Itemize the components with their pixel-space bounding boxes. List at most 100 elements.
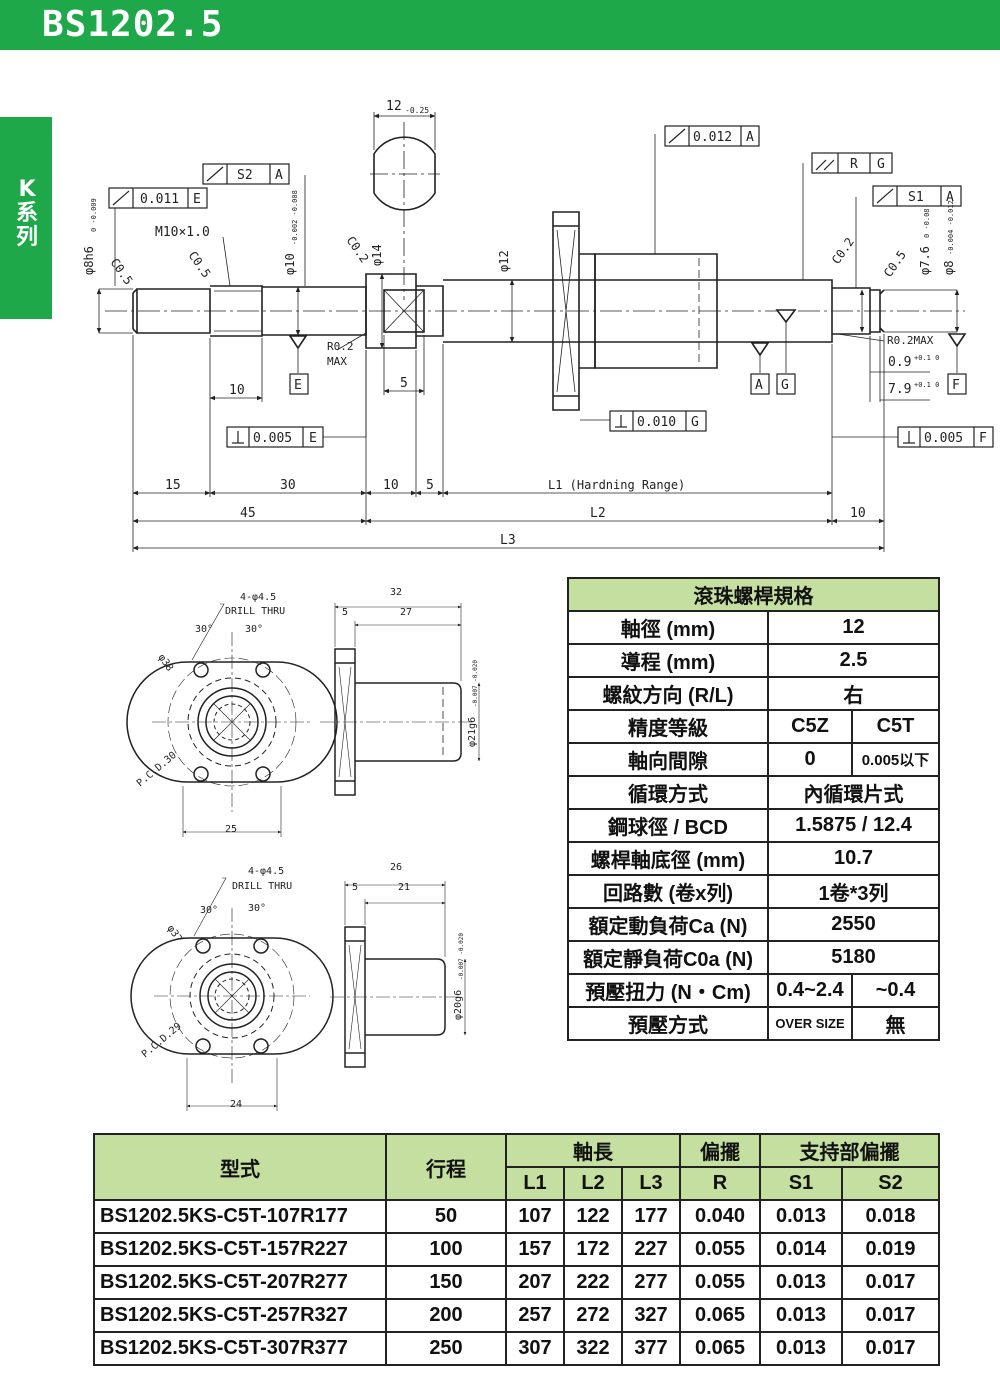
gtol-tr-datum: A	[946, 190, 954, 205]
chamfer-4: C0.2	[829, 235, 857, 267]
nut1-drill: DRILL THRU	[225, 606, 285, 617]
dim-30: 30	[280, 478, 296, 493]
gtol-perp-f-datum: F	[979, 431, 987, 446]
dia-14: φ14	[370, 244, 384, 266]
dim-l2: L2	[590, 506, 606, 521]
gtol-perp-f-value: 0.005	[924, 431, 963, 446]
dim-l3: L3	[500, 533, 516, 548]
dia-8r-tol: -0.004 -0.012	[947, 200, 955, 255]
dim-5b: 5	[426, 478, 434, 493]
dia-10-tol: -0.002 -0.008	[291, 190, 299, 245]
gtol-tl2-datum: A	[275, 168, 283, 183]
dia-10: φ10	[283, 253, 297, 275]
nut2-width: 24	[230, 1099, 242, 1110]
nut1-body: 27	[400, 607, 412, 618]
nut1-dia-tol: -0.007 -0.020	[472, 660, 479, 707]
dim-10: 10	[229, 383, 245, 398]
dim-5: 5	[400, 376, 408, 391]
gtol-top-value: 0.012	[693, 130, 732, 145]
dia-76: φ7.6	[918, 246, 932, 275]
radius-left-max: MAX	[327, 355, 347, 368]
chamfer-3: C0.2	[344, 234, 372, 266]
nut2-dia: φ20g6	[453, 990, 464, 1020]
table-row: 螺桿軸底徑 (mm)10.7	[567, 841, 940, 876]
spec-table: 滾珠螺桿規格 軸徑 (mm)12 導程 (mm)2.5 螺紋方向 (R/L)右 …	[567, 577, 940, 1041]
dia-left-tol: 0 -0.009	[90, 198, 98, 232]
dim-10b: 10	[383, 478, 399, 493]
dim-10c: 10	[850, 506, 866, 521]
series-tab-label: K 系 列	[15, 177, 38, 250]
gtol-tl1-value: 0.011	[140, 192, 179, 207]
nut2-length: 26	[390, 862, 402, 873]
series-tab	[0, 117, 52, 319]
gtol-runout-datum: G	[877, 157, 885, 172]
model-table: 型式 行程 軸長 偏擺 支持部偏擺 L1 L2 L3 R S1 S2 BS120…	[93, 1133, 940, 1366]
gtol-top-datum: A	[746, 130, 754, 145]
groove-width: 0.9	[888, 355, 911, 370]
chamfer-5: C0.5	[881, 248, 909, 280]
gtol-runout-value: R	[850, 157, 858, 172]
nut1-pcd: P.C.D.30	[135, 750, 179, 789]
nut1-ang1: 30°	[195, 624, 213, 635]
spec-title: 滾珠螺桿規格	[567, 577, 940, 612]
gtol-perp-g-datum: G	[691, 415, 699, 430]
table-row: 回路數 (卷x列)1卷*3列	[567, 874, 940, 909]
header-bar: BS1202.5	[0, 0, 1000, 50]
nut2-body: 21	[398, 882, 410, 893]
dia-76-tol: 0 -0.08	[923, 208, 931, 238]
nut1-dia: φ21g6	[467, 717, 478, 747]
dim-width-top-tol: -0.25	[405, 106, 429, 115]
nut1-od: φ38	[156, 652, 175, 673]
groove-pos: 7.9	[888, 382, 911, 397]
nut1-flange: 5	[342, 607, 348, 618]
nut2-holes: 4-φ4.5	[248, 866, 284, 877]
dia-12: φ12	[497, 250, 511, 272]
dim-15: 15	[165, 478, 181, 493]
page-title: BS1202.5	[42, 4, 224, 45]
gtol-perp-e-datum: E	[309, 431, 317, 446]
dim-width-top: 12	[386, 99, 402, 114]
nut-drawings: 4-φ4.5 DRILL THRU 30° 30° φ38 P.C.D.30 2…	[126, 587, 481, 1111]
table-row: 循環方式內循環片式	[567, 775, 940, 810]
nut1-holes: 4-φ4.5	[240, 592, 276, 603]
table-row: 導程 (mm)2.5	[567, 643, 940, 678]
dia-8r: φ8	[942, 261, 956, 275]
nut2-drill: DRILL THRU	[232, 881, 292, 892]
chamfer-1: C0.5	[108, 256, 136, 288]
table-row: 額定靜負荷C0a (N)5180	[567, 940, 940, 975]
nut2-dia-tol: -0.007 -0.020	[458, 933, 465, 980]
dia-left: φ8h6	[82, 246, 96, 275]
datum-a-label: A	[755, 378, 763, 393]
gtol-perp-g-value: 0.010	[637, 415, 676, 430]
chamfer-2: C0.5	[186, 249, 214, 281]
table-row: 軸徑 (mm)12	[567, 610, 940, 645]
gtol-tl2-value: S2	[237, 168, 253, 183]
dim-45: 45	[240, 506, 256, 521]
nut1-ang2: 30°	[245, 624, 263, 635]
gtol-tl1-datum: E	[193, 192, 201, 207]
groove-width-tol: +0.1 0	[914, 354, 939, 362]
gtol-perp-e-value: 0.005	[253, 431, 292, 446]
table-row: 預壓扭力 (N・Cm)0.4~2.4~0.4	[567, 973, 940, 1008]
nut2-ang2: 30°	[248, 903, 266, 914]
thread-label: M10×1.0	[155, 225, 210, 240]
table-row: 螺紋方向 (R/L)右	[567, 676, 940, 711]
nut2-flange: 5	[352, 882, 358, 893]
nut1-width: 25	[225, 824, 237, 835]
shaft-drawing: 0.011 E S2 A 0.012 A R G S1 A 0.005 E 0.…	[82, 99, 994, 552]
gtol-tr-value: S1	[908, 190, 924, 205]
radius-right: R0.2MAX	[887, 334, 934, 347]
nut2-ang1: 30°	[200, 905, 218, 916]
table-row: 額定動負荷Ca (N)2550	[567, 907, 940, 942]
datum-g-label: G	[781, 378, 789, 393]
nut1-length: 32	[390, 587, 402, 598]
groove-pos-tol: +0.1 0	[914, 381, 939, 389]
